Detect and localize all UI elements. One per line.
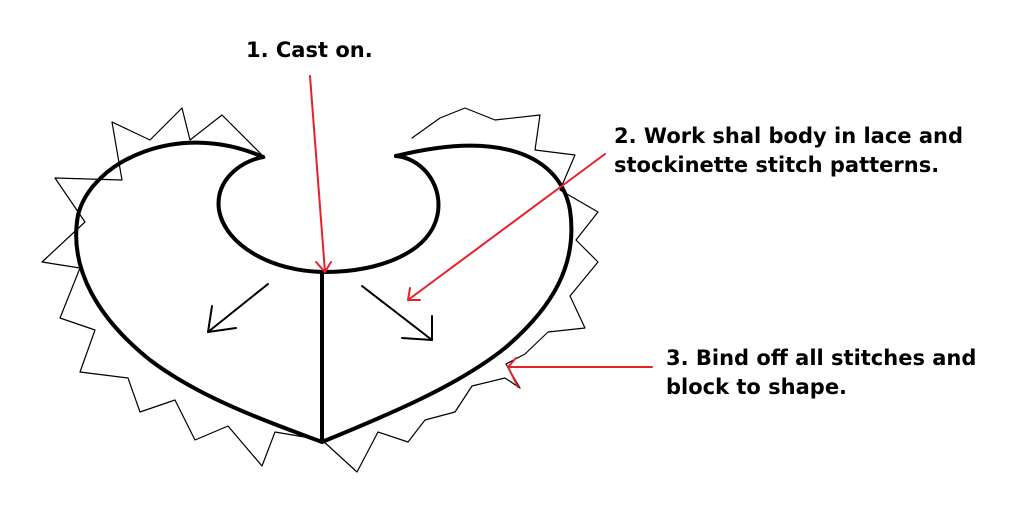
step-1-label: 1. Cast on. <box>246 38 373 62</box>
step-3-label: 3. Bind off all stitches and block to sh… <box>666 344 976 402</box>
body-pointer-arrow <box>407 153 606 301</box>
step-3-line-2: block to shape. <box>666 375 848 399</box>
right-direction-arrow <box>361 285 433 341</box>
step-2-label: 2. Work shal body in lace and stockinett… <box>614 122 963 180</box>
lace-edging <box>41 107 599 473</box>
bind-off-pointer-arrow <box>507 357 653 388</box>
step-3-line-1: 3. Bind off all stitches and <box>666 346 977 370</box>
step-2-line-1: 2. Work shal body in lace and <box>614 124 963 148</box>
neckline <box>216 154 441 274</box>
step-2-line-2: stockinette stitch patterns. <box>614 153 940 177</box>
cast-on-pointer-arrow <box>309 75 332 273</box>
left-direction-arrow <box>207 283 269 333</box>
